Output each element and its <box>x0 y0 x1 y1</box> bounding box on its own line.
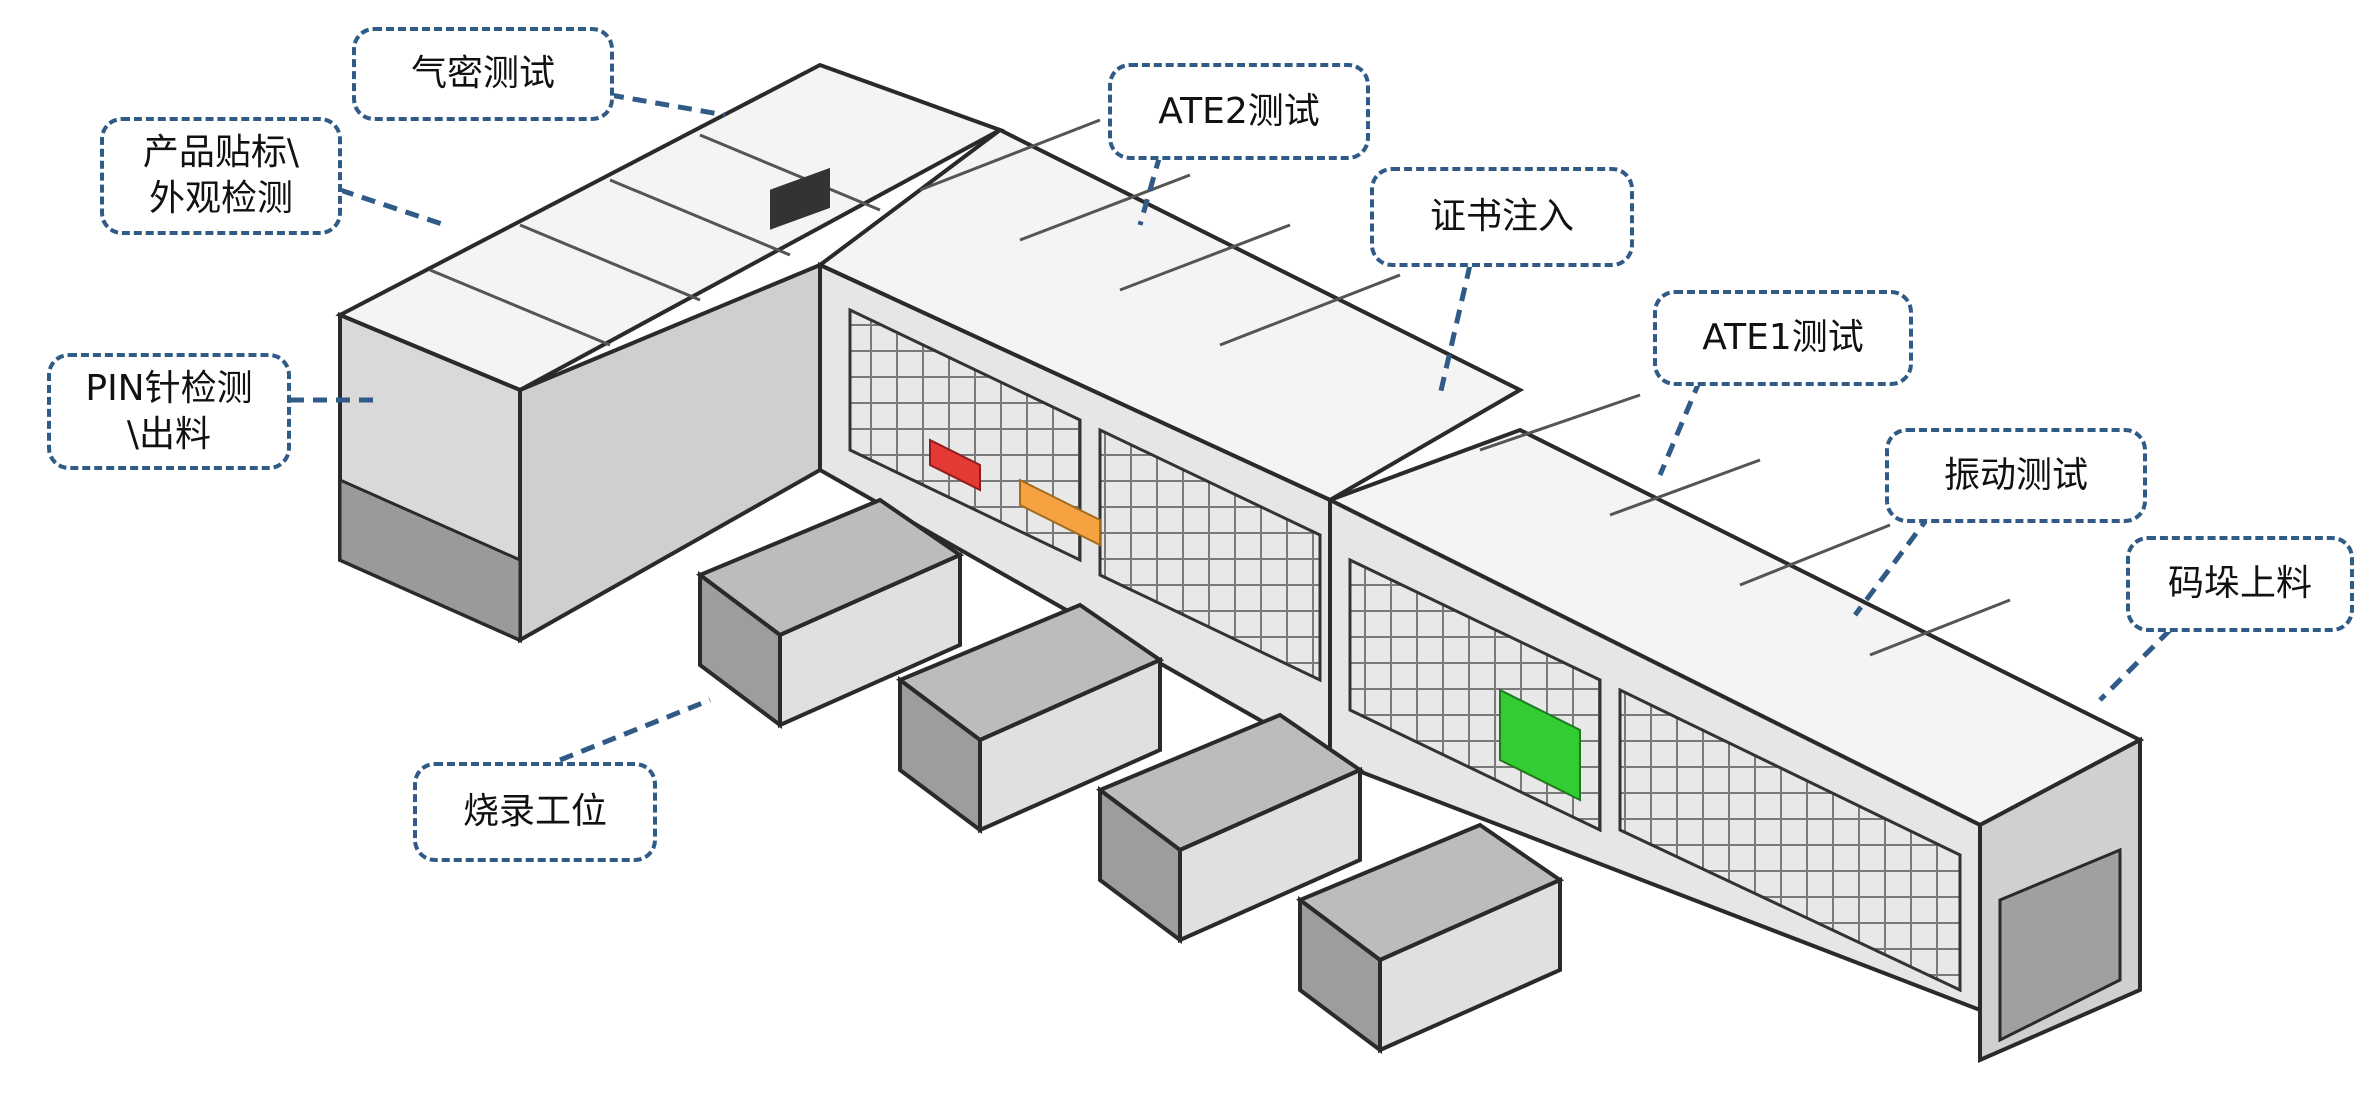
burn-station-1 <box>696 167 965 729</box>
burn-station-2 <box>896 602 1165 834</box>
callout-burn-station: 烧录工位 <box>413 762 657 862</box>
callout-ate1-test: ATE1测试 <box>1653 290 1913 386</box>
callout-palletize-loading: 码垛上料 <box>2126 536 2354 632</box>
orange-fixture <box>1019 478 1101 547</box>
green-fixture <box>1499 688 1581 802</box>
callout-certificate-injection: 证书注入 <box>1370 167 1634 267</box>
red-fixture <box>929 438 981 492</box>
callout-airtight-test: 气密测试 <box>352 27 614 121</box>
burn-stations <box>696 167 1565 1054</box>
callout-ate2-test: ATE2测试 <box>1108 63 1370 160</box>
machine-roof <box>335 62 2145 828</box>
machine-front-walls <box>338 261 2142 1064</box>
roof-seams <box>429 118 2011 657</box>
callout-label-appearance-inspection: 产品贴标\ 外观检测 <box>100 117 342 235</box>
leader-lines <box>290 92 2172 763</box>
callout-vibration-test: 振动测试 <box>1885 428 2147 523</box>
burn-station-3 <box>1096 712 1365 944</box>
callout-pin-inspection-output: PIN针检测 \出料 <box>47 353 291 470</box>
burn-station-4 <box>1296 822 1565 1054</box>
